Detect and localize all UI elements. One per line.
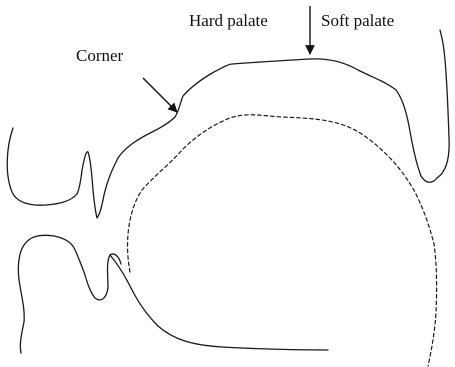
pharyngeal-wall-outline (437, 30, 449, 178)
palate-outline (118, 59, 437, 182)
upper-lip-outline (7, 128, 118, 218)
hard-palate-label: Hard palate (189, 12, 268, 29)
tongue-dorsum-outline (128, 115, 437, 366)
lower-lip-outline (18, 235, 121, 353)
soft-palate-label: Soft palate (321, 12, 394, 29)
corner-arrow (143, 78, 177, 112)
corner-label: Corner (76, 47, 123, 64)
tongue-floor-outline (110, 255, 328, 350)
